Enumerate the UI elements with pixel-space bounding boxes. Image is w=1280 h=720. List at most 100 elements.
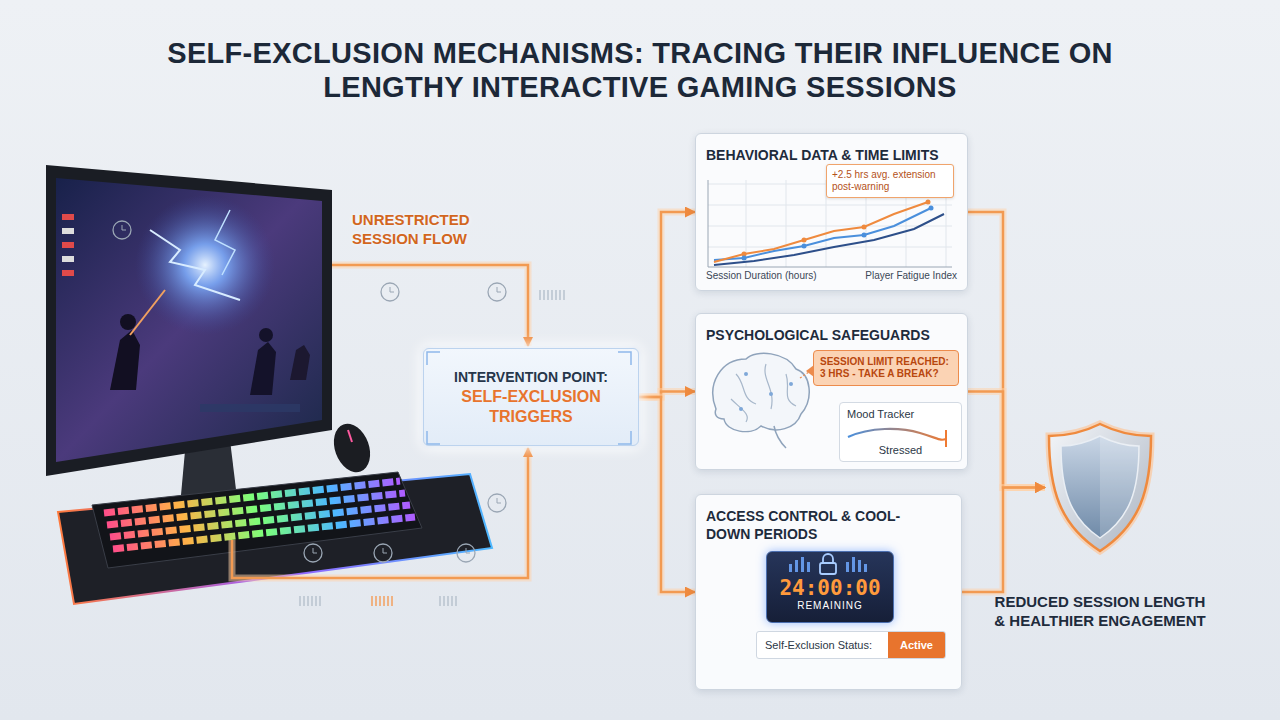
shield-icon-part [1061,436,1139,538]
panel-title: BEHAVIORAL DATA & TIME LIMITS [706,146,957,164]
flow-connector [968,212,1045,488]
clock-icon [304,544,322,562]
safeguard-panel: PSYCHOLOGICAL SAFEGUARDSSESSION LIMIT RE… [695,313,968,470]
connector-line [962,488,1045,593]
status-badge: Active [888,632,945,658]
lock-icon-part [823,554,833,563]
connector-glow [639,397,695,592]
shield-icon [1045,420,1155,555]
keyboard-part [113,517,415,549]
title-holder: SELF-EXCLUSION MECHANISMS: TRACING THEIR… [120,36,1160,104]
access-panel: ACCESS CONTROL & COOL-DOWN PERIODS 24:00… [695,494,962,690]
tracker-title: Mood Tracker [840,403,961,421]
axis-row: Session Duration (hours) Player Fatigue I… [706,270,957,282]
line-chart-part-part [926,200,931,205]
monitor-part [62,228,74,234]
monitor-part [62,270,74,276]
brain-illustration-part-part [739,407,743,411]
lock-icon-part-part [801,557,804,572]
lock-icon-part-part [789,564,792,572]
status-text: Self-Exclusion Status: [757,632,888,658]
monitor-part [62,242,74,248]
monitor-part [46,165,332,476]
monitor [46,165,332,518]
line-chart-part-part [802,244,807,249]
flow-wire-part [332,265,528,346]
axis-label: Player Fatigue Index [865,270,957,282]
panel-title: ACCESS CONTROL & COOL-DOWN PERIODS [706,507,906,543]
monitor-part [62,256,74,262]
tick-marks-part [540,290,564,300]
lock-icon-part-part [795,560,798,572]
brain-illustration-part [731,364,796,422]
clock-icon-part [381,283,399,301]
mouse-part [327,419,376,478]
line-chart-part [714,208,931,260]
brain-illustration-part [774,426,786,448]
line-chart-part-part [862,233,867,238]
panel-title: PSYCHOLOGICAL SAFEGUARDS [706,326,957,344]
intervention-box: INTERVENTION POINT:SELF-EXCLUSION TRIGGE… [423,348,639,446]
clock-icon-part [304,544,322,562]
clock-icon-part [122,225,126,230]
monitor-part [120,314,136,330]
label-holder: UNRESTRICTED SESSION FLOW [352,210,512,248]
clock-icon-part [457,544,475,562]
mood-tracker: Mood TrackerStressed [839,402,962,462]
mood-curve-part [848,429,946,440]
line-chart-part [714,214,944,265]
box-heading: INTERVENTION POINT: [454,368,608,387]
flow-wire-part [332,265,528,346]
lock-icon-part-part [846,562,849,572]
lock-icon-part-part [807,562,810,572]
tick-marks-part [372,596,392,606]
diagram-title: SELF-EXCLUSION MECHANISMS: TRACING THEIR… [120,36,1160,104]
connector-glow [962,488,1045,593]
clock-icon-part [374,544,392,562]
monitor-part [130,290,165,335]
clock-icon [374,544,392,562]
clock-icon-part [488,494,506,512]
corner-brackets-part [427,352,631,444]
monitor-part [200,404,300,412]
clock-icon [488,283,506,301]
tick-marks-part [440,596,456,606]
clock-icon [457,544,475,562]
cooldown-timer: 24:00:00REMAINING [766,551,894,623]
connector-glow [968,212,1045,488]
axis-label: Session Duration (hours) [706,270,817,282]
clock-icon-part [383,548,387,553]
tick-marks [300,290,564,606]
lock-icon-part-part [852,557,855,572]
lock-icon-part-part [864,564,867,572]
shield-icon-part [1049,424,1151,551]
line-chart-part [714,202,928,262]
clock-icon-part [497,287,501,292]
clock-icon [488,494,506,512]
flow-connector [639,397,695,592]
mouse [327,419,376,478]
connector-line [639,212,695,397]
mood-state: Stressed [840,443,961,461]
trigger-text: SELF-EXCLUSION TRIGGERS [432,387,630,427]
line-chart-part-part [862,225,867,230]
mouse-part [348,430,352,442]
lock-icon-part [820,563,836,574]
brain-illustration-part-part [744,372,748,376]
mood-curve-part [945,430,947,447]
clock-icon-part [313,548,317,553]
clock-icon [381,283,399,301]
line-chart-part [742,206,934,261]
flow-connector [962,488,1045,593]
shield-icon-part [1049,424,1151,551]
clock-icon [113,221,131,239]
monitor-part [135,195,275,335]
connector-line [639,397,695,592]
clock-icon-part [390,287,394,292]
keyboard-part [92,472,422,568]
connector-glow [968,392,1045,488]
connector-line [968,212,1045,488]
chart-callout: +2.5 hrs avg. extension post-warning [826,164,954,198]
clock-icon-part [113,221,131,239]
